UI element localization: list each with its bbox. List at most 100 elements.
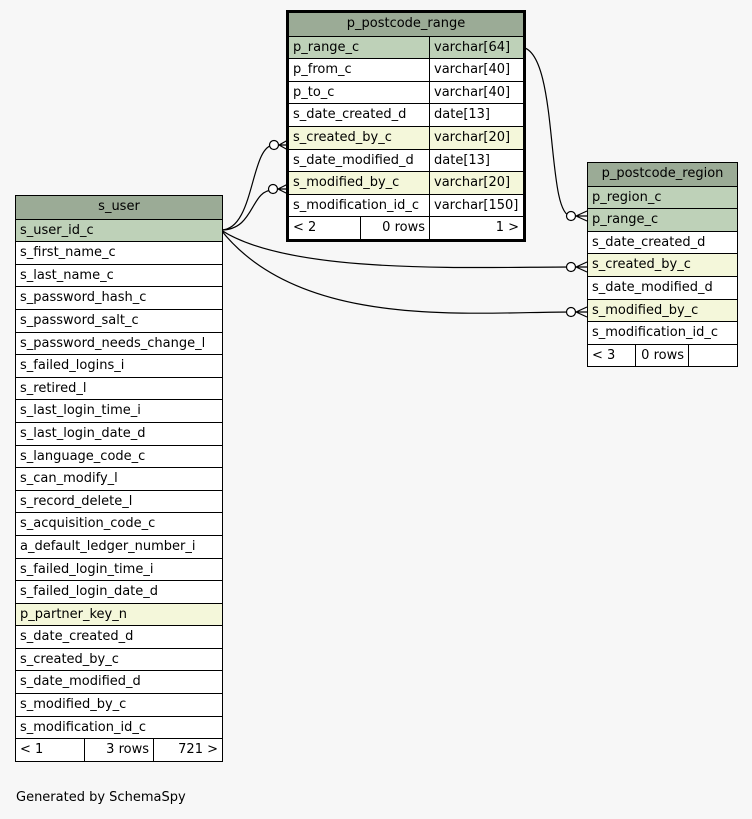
column-name: s_user_id_c — [20, 222, 94, 238]
column-row[interactable]: s_password_needs_change_l — [16, 331, 222, 355]
crowfoot — [575, 210, 588, 222]
column-name: p_range_c — [592, 212, 659, 228]
row-count: 3 rows — [85, 739, 154, 761]
column-row[interactable]: s_modification_id_c — [16, 715, 222, 739]
credit-text: Generated by SchemaSpy — [16, 790, 186, 805]
column-row[interactable]: s_created_by_c — [16, 647, 222, 671]
column-type: varchar[64] — [434, 39, 511, 55]
column-name: s_modified_by_c — [20, 697, 127, 713]
column-name: p_from_c — [289, 59, 430, 81]
column-row[interactable]: s_last_name_c — [16, 263, 222, 287]
column-name: s_date_modified_d — [289, 149, 430, 172]
column-name: s_date_created_d — [20, 629, 134, 645]
table-s-user[interactable]: s_user s_user_id_c s_first_name_c s_last_na… — [15, 195, 223, 762]
crowfoot-circle — [565, 261, 577, 273]
crowfoot-circle — [268, 139, 280, 151]
column-name: s_password_salt_c — [20, 312, 139, 328]
column-type: varchar[40] — [434, 84, 511, 100]
crowfoot — [575, 306, 588, 318]
column-row[interactable]: s_failed_login_time_i — [16, 557, 222, 581]
column-row[interactable]: s_modification_id_c — [588, 321, 737, 344]
column-name: s_last_name_c — [20, 267, 114, 283]
column-name: s_acquisition_code_c — [20, 516, 156, 532]
edge-user-to-range-modified-by — [220, 189, 274, 231]
column-name: s_failed_login_time_i — [20, 561, 154, 577]
column-row[interactable]: p_range_c — [588, 208, 737, 231]
row-count: 0 rows — [636, 344, 689, 367]
column-name: s_modified_by_c — [592, 302, 699, 318]
column-row[interactable]: s_date_created_d — [588, 230, 737, 254]
column-name: s_modified_by_c — [289, 172, 430, 194]
column-type: varchar[40] — [434, 62, 511, 78]
column-row[interactable]: s_can_modify_l — [16, 467, 222, 490]
edge-user-to-region-modified-by — [220, 229, 572, 314]
column-row[interactable]: s_password_hash_c — [16, 286, 222, 309]
column-row[interactable]: s_date_modified_d — [16, 670, 222, 693]
column-name: s_record_delete_l — [20, 493, 133, 509]
crowfoot-circle — [565, 306, 577, 318]
column-name: s_date_created_d — [592, 234, 706, 250]
column-name: s_language_code_c — [20, 448, 146, 464]
column-row[interactable]: s_last_login_time_i — [16, 399, 222, 422]
table-header[interactable]: p_postcode_range — [289, 13, 523, 36]
column-row[interactable]: a_default_ledger_number_i — [16, 534, 222, 558]
column-row[interactable]: s_created_by_c — [588, 253, 737, 276]
edge-user-to-region-created-by — [220, 229, 572, 269]
column-row[interactable]: s_acquisition_code_c — [16, 512, 222, 535]
column-row[interactable]: s_language_code_c — [16, 444, 222, 468]
column-row[interactable]: s_password_salt_c — [16, 308, 222, 332]
column-row[interactable]: p_partner_key_n — [16, 602, 222, 626]
edge-user-to-range-created-by — [220, 144, 275, 231]
column-row[interactable]: p_region_c — [588, 185, 737, 209]
column-name: s_retired_l — [20, 380, 87, 396]
column-row[interactable]: s_date_modified_d — [588, 275, 737, 299]
column-row[interactable]: s_failed_logins_i — [16, 354, 222, 377]
column-name: s_date_created_d — [289, 104, 430, 126]
column-row[interactable]: s_modified_by_c — [588, 298, 737, 322]
table-header[interactable]: p_postcode_region — [588, 163, 737, 186]
column-name: s_last_login_date_d — [20, 425, 146, 441]
column-row[interactable]: s_first_name_c — [16, 241, 222, 264]
column-row[interactable]: s_failed_login_date_d — [16, 580, 222, 603]
column-row[interactable]: s_record_delete_l — [16, 489, 222, 513]
children-count: 721 > — [178, 742, 218, 758]
column-name: s_created_by_c — [592, 257, 691, 273]
column-name: a_default_ledger_number_i — [20, 538, 196, 554]
children-count: 1 > — [495, 220, 519, 236]
column-name: p_to_c — [289, 81, 430, 104]
column-row[interactable]: s_modified_by_c — [16, 693, 222, 716]
column-row[interactable]: s_last_login_date_d — [16, 421, 222, 445]
column-row[interactable]: s_retired_l — [16, 376, 222, 400]
table-header[interactable]: s_user — [16, 196, 222, 219]
column-type: varchar[20] — [434, 175, 511, 191]
column-name: s_password_hash_c — [20, 290, 147, 306]
crowfoot — [575, 261, 588, 273]
parents-count: < 1 — [16, 739, 85, 761]
column-type: varchar[20] — [434, 129, 511, 145]
column-name: p_range_c — [289, 36, 430, 59]
crowfoot-circle — [565, 210, 577, 222]
crowfoot-circle — [267, 183, 279, 195]
column-name: s_failed_login_date_d — [20, 584, 159, 600]
column-name: s_modification_id_c — [592, 325, 718, 341]
column-type: date[13] — [434, 152, 490, 168]
column-name: s_failed_logins_i — [20, 358, 125, 374]
column-row[interactable]: s_user_id_c — [16, 218, 222, 242]
column-row[interactable]: s_date_created_d — [16, 625, 222, 648]
parents-count: < 3 — [588, 344, 636, 367]
column-name: s_last_login_time_i — [20, 403, 141, 419]
column-name: s_created_by_c — [289, 126, 430, 149]
